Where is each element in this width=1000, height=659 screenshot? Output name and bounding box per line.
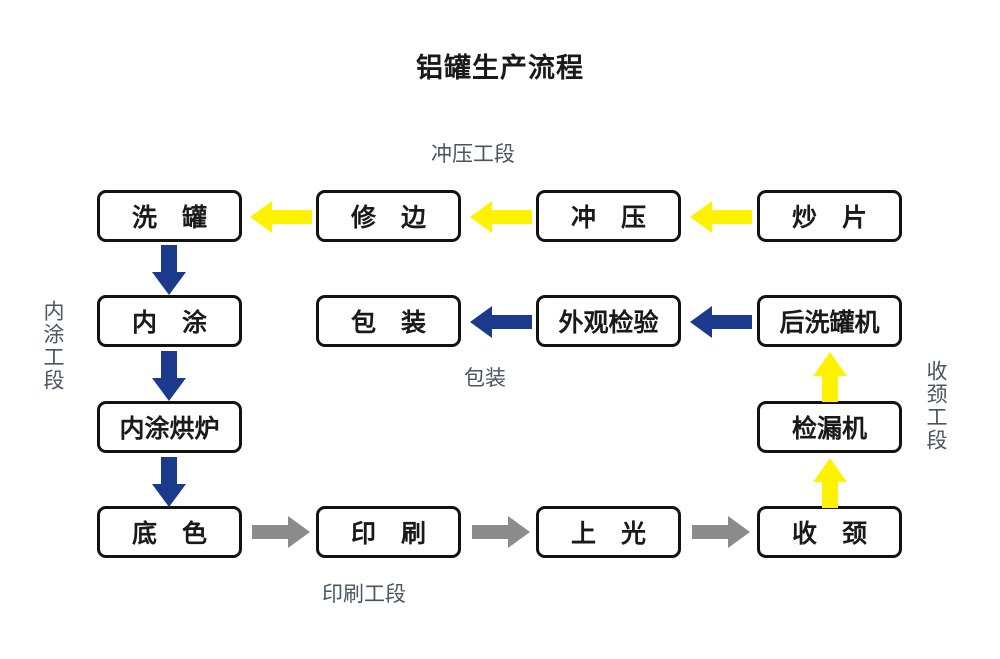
node-post-washer[interactable]: 后洗罐机 (757, 295, 902, 347)
node-stamp[interactable]: 冲 压 (536, 190, 681, 242)
arrow-blank-to-stamp (690, 200, 752, 234)
node-varnish[interactable]: 上 光 (536, 506, 681, 558)
arrow-postwasher-to-inspect (690, 305, 752, 339)
section-label-stamping: 冲压工段 (431, 143, 515, 166)
node-pack[interactable]: 包 装 (316, 295, 461, 347)
node-neck[interactable]: 收 颈 (757, 506, 902, 558)
node-inner-coat[interactable]: 内 涂 (97, 295, 242, 347)
arrow-trim-to-wash (250, 200, 312, 234)
node-leak-tester[interactable]: 检漏机 (757, 401, 902, 453)
section-label-printing: 印刷工段 (322, 583, 406, 606)
section-label-packing: 包装 (464, 367, 506, 390)
arrow-oven-to-basecolor (148, 457, 190, 507)
node-inner-coat-oven[interactable]: 内涂烘炉 (97, 401, 242, 453)
node-trim[interactable]: 修 边 (316, 190, 461, 242)
node-blank[interactable]: 炒 片 (757, 190, 902, 242)
node-base-color[interactable]: 底 色 (97, 506, 242, 558)
arrow-stamp-to-trim (470, 200, 532, 234)
arrow-leaktester-to-postwasher (809, 352, 851, 402)
arrow-basecolor-to-print (252, 516, 310, 548)
section-label-necking: 收颈工段 (924, 360, 947, 452)
section-label-inner-coating: 内涂工段 (41, 300, 64, 392)
arrow-varnish-to-neck (692, 516, 750, 548)
arrow-innercoat-to-oven (148, 351, 190, 401)
arrow-print-to-varnish (472, 516, 530, 548)
arrow-neck-to-leaktester (809, 458, 851, 508)
arrow-inspect-to-pack (470, 305, 532, 339)
node-wash-can[interactable]: 洗 罐 (97, 190, 242, 242)
page-title: 铝罐生产流程 (416, 53, 584, 83)
arrow-wash-to-innercoat (148, 245, 190, 295)
node-visual-inspect[interactable]: 外观检验 (536, 295, 681, 347)
node-print[interactable]: 印 刷 (316, 506, 461, 558)
